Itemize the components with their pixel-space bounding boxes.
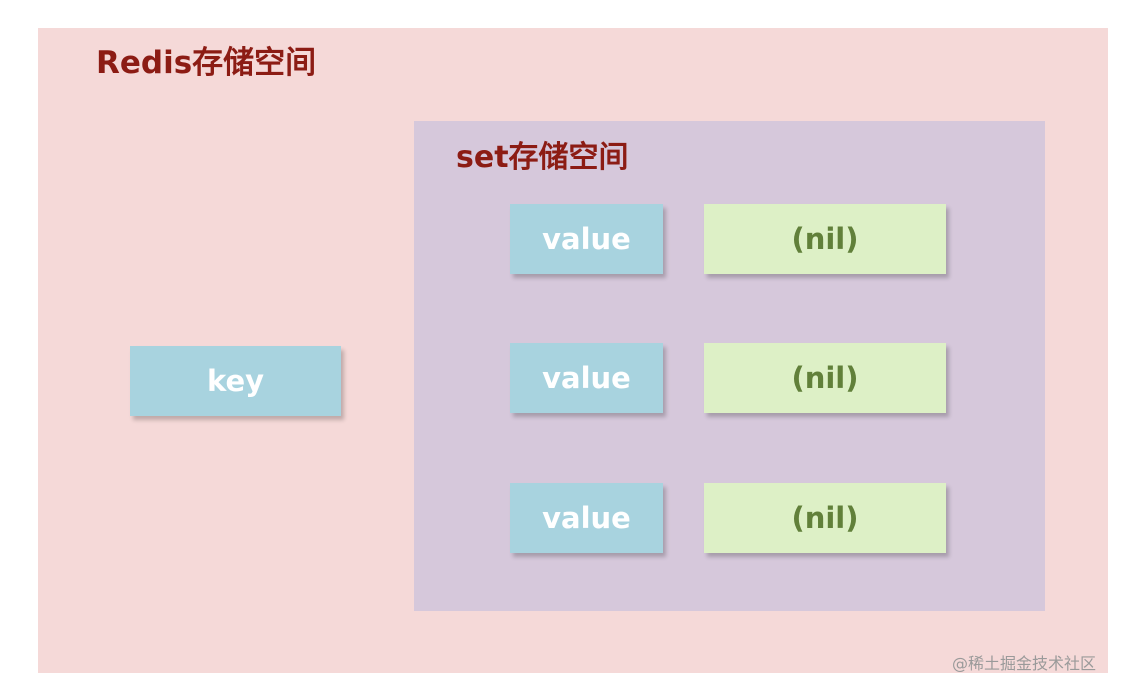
value-box: value bbox=[510, 343, 663, 413]
nil-box: (nil) bbox=[704, 204, 946, 274]
redis-storage-title: Redis存储空间 bbox=[96, 45, 317, 81]
set-storage-title: set存储空间 bbox=[456, 140, 629, 175]
nil-box: (nil) bbox=[704, 343, 946, 413]
redis-storage-space: Redis存储空间 key set存储空间 value (nil) value … bbox=[38, 28, 1108, 673]
value-box: value bbox=[510, 204, 663, 274]
set-storage-space: set存储空间 value (nil) value (nil) value (n… bbox=[414, 121, 1045, 611]
nil-box: (nil) bbox=[704, 483, 946, 553]
watermark: @稀土掘金技术社区 bbox=[952, 654, 1097, 673]
key-box: key bbox=[130, 346, 341, 416]
value-box: value bbox=[510, 483, 663, 553]
